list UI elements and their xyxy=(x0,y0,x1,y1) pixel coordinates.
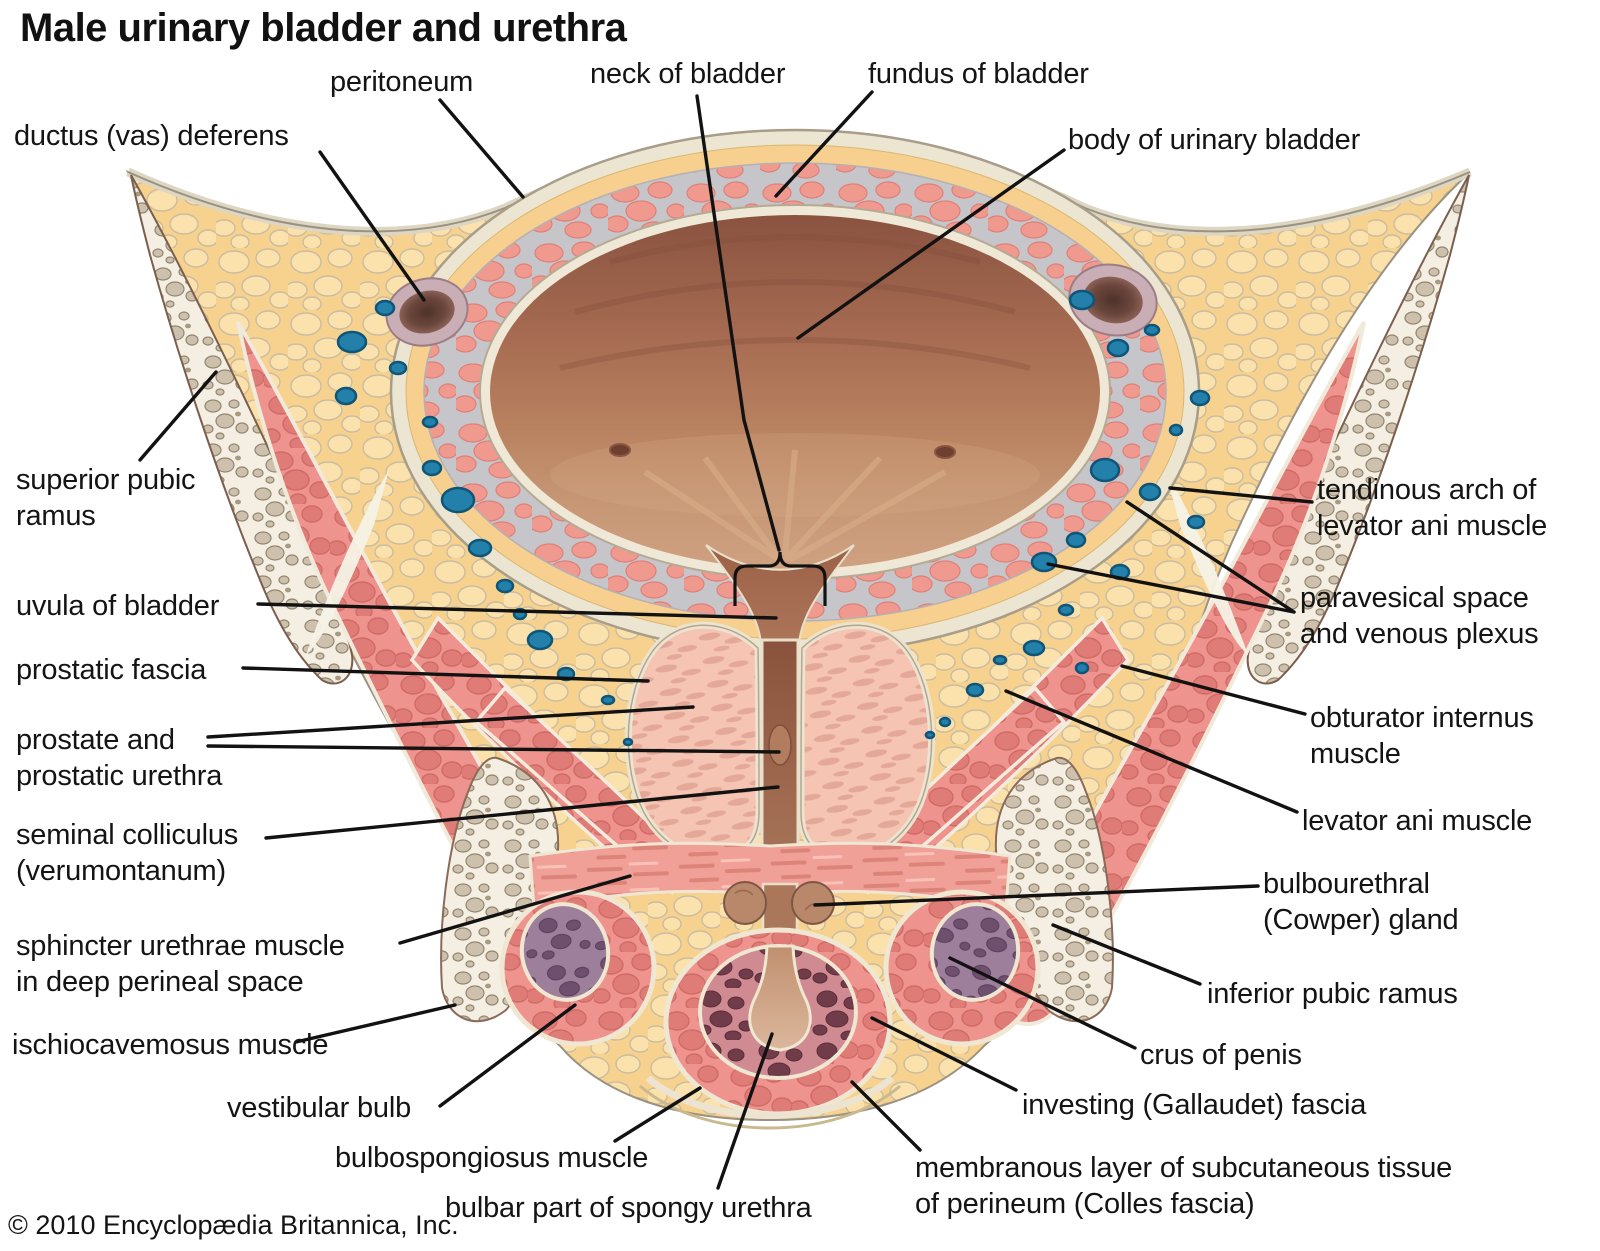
ductus-deferens-sections xyxy=(385,263,1158,347)
figure-title: Male urinary bladder and urethra xyxy=(20,6,627,50)
levator-ani-muscle-label: levator ani muscle xyxy=(1302,805,1533,837)
crus-of-penis-label: crus of penis xyxy=(1140,1039,1302,1071)
fundus-of-bladder-leader xyxy=(774,90,874,198)
prostate-and-prostatic-urethra-label: prostate and prostatic urethra xyxy=(16,724,223,792)
copyright-notice: © 2010 Encyclopædia Britannica, Inc. xyxy=(8,1210,459,1240)
tendinous-arch-of-levator-ani-label: tendinous arch of levator ani muscle xyxy=(1317,474,1548,542)
paravesical-space-leader xyxy=(1125,500,1296,614)
paravesical-space-leader xyxy=(1046,562,1296,614)
prostate-right-lobe xyxy=(797,621,936,863)
neck-bracket xyxy=(733,551,827,606)
ischiocavemosus-muscle-label: ischiocavemosus muscle xyxy=(12,1029,329,1061)
peritoneum-leader xyxy=(438,98,525,199)
body-of-urinary-bladder-leader xyxy=(796,148,1066,340)
bladder-interior xyxy=(490,215,1100,569)
right-superior-pubic-ramus xyxy=(1246,174,1470,685)
obturator-internus-muscle-label: obturator internus muscle xyxy=(1310,702,1534,770)
uvula-of-bladder-label: uvula of bladder xyxy=(16,590,220,622)
bulbospongiosus-muscle-label: bulbospongiosus muscle xyxy=(335,1142,649,1174)
seminal-colliculus-label: seminal colliculus (verumontanum) xyxy=(16,819,239,887)
obturator-internus-muscle-leader xyxy=(1120,664,1307,716)
urinary-bladder xyxy=(389,128,1201,656)
peritoneum-label: peritoneum xyxy=(330,66,474,98)
vestibular-bulb-label: vestibular bulb xyxy=(227,1092,411,1124)
body-of-urinary-bladder-label: body of urinary bladder xyxy=(1068,124,1361,156)
bulbar-urethra-teardrop xyxy=(748,944,812,1052)
prostate-left-lobe xyxy=(624,621,763,863)
left-superior-pubic-ramus xyxy=(130,174,354,685)
membranous-layer-colles-label: membranous layer of subcutaneous tissue … xyxy=(915,1152,1453,1220)
ischiocavemosus-muscle-leader xyxy=(294,1003,457,1044)
membranous-layer-colles-leader xyxy=(850,1080,922,1152)
prostatic-fascia-label: prostatic fascia xyxy=(16,654,207,686)
tendinous-arch-fascia xyxy=(306,470,1248,655)
superior-pubic-ramus-label: superior pubic ramus xyxy=(16,464,196,532)
ductus-vas-deferens-leader xyxy=(318,150,426,302)
bladder-wall-wrinkles xyxy=(559,234,1031,371)
seminal-colliculus-bump xyxy=(768,724,792,766)
bulbar-part-of-spongy-urethra-leader xyxy=(716,1032,774,1190)
neck-of-bladder-leader xyxy=(695,94,781,552)
superior-pubic-ramus-leader xyxy=(138,370,218,462)
bulbourethral-cowper-gland-label: bulbourethral (Cowper) gland xyxy=(1263,868,1459,936)
right-crus-of-penis xyxy=(929,902,1021,1002)
prostate-and-prostatic-urethra-leader xyxy=(206,705,695,739)
superior-pubic-ramus-bones xyxy=(130,174,1470,685)
left-crus-of-penis xyxy=(519,902,611,1002)
leader-lines xyxy=(138,90,1314,1190)
neck-of-bladder-label: neck of bladder xyxy=(590,58,786,90)
trigone-streaks xyxy=(643,449,947,563)
bladder-neck xyxy=(705,544,855,653)
investing-gallaudet-fascia-leader xyxy=(870,1016,1018,1092)
investing-gallaudet-fascia-label: investing (Gallaudet) fascia xyxy=(1022,1089,1367,1121)
sphincter-urethrae-muscle-label: sphincter urethrae muscle in deep perine… xyxy=(16,930,345,998)
sphincter-urethrae-muscle-leader xyxy=(398,874,632,945)
inferior-pubic-ramus-leader xyxy=(1051,923,1202,986)
ductus-vas-deferens-label: ductus (vas) deferens xyxy=(14,120,289,152)
paravesical-space-label: paravesical space and venous plexus xyxy=(1300,582,1539,650)
crus-of-penis-leader xyxy=(948,956,1137,1050)
prostatic-fascia-leader xyxy=(241,666,650,683)
uvula-of-bladder-leader xyxy=(256,602,778,620)
levator-ani-muscle-leader xyxy=(1004,689,1299,814)
fundus-of-bladder-label: fundus of bladder xyxy=(868,58,1089,90)
paravesical-venous-plexus xyxy=(334,289,1211,747)
tendinous-arch-of-levator-ani-leader xyxy=(1168,486,1314,504)
bulbourethral-cowper-gland-leader xyxy=(813,884,1260,907)
crus-complex xyxy=(499,889,1041,1047)
bulbospongiosus-muscle-leader xyxy=(613,1086,702,1143)
inferior-pubic-ramus-label: inferior pubic ramus xyxy=(1207,978,1458,1010)
seminal-colliculus-leader xyxy=(264,785,780,840)
prostate-and-prostatic-urethra-leader xyxy=(206,744,781,754)
prostate xyxy=(624,621,936,886)
vestibular-bulb-leader xyxy=(438,1003,577,1108)
ureteric-orifices xyxy=(609,443,956,459)
bulbar-part-of-spongy-urethra-label: bulbar part of spongy urethra xyxy=(445,1192,812,1224)
